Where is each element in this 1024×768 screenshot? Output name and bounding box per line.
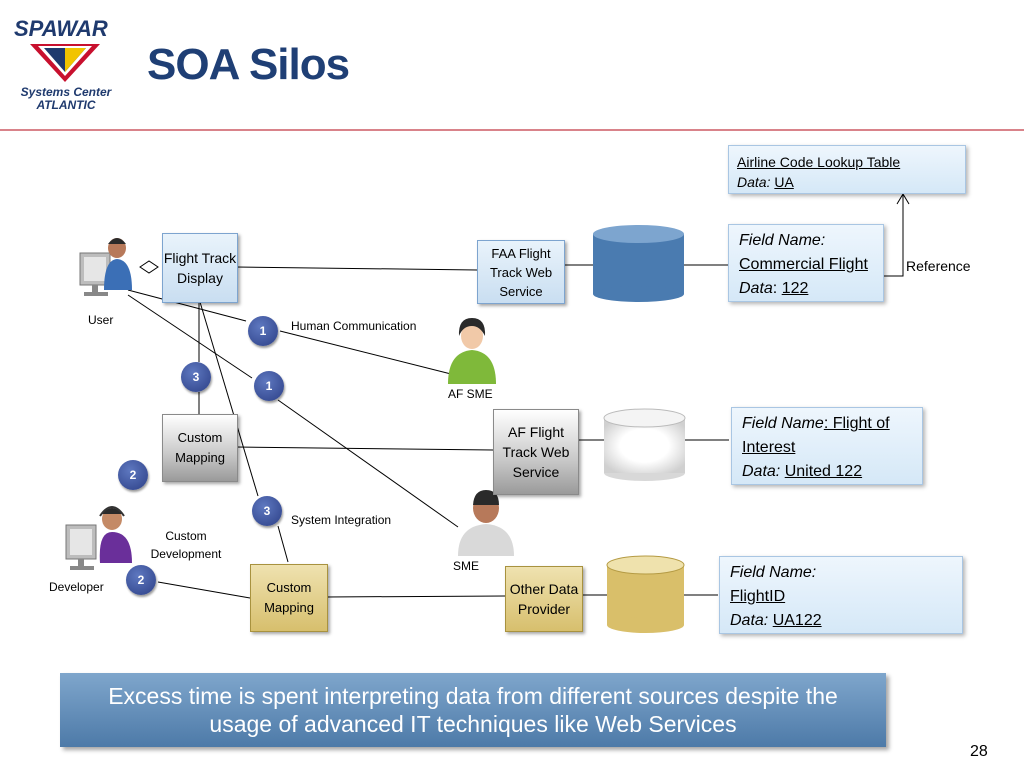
flight-track-display-label: Flight Track Display — [163, 250, 237, 286]
page-number: 28 — [970, 743, 988, 760]
other-database-icon — [606, 555, 685, 633]
faa-field-callout: Field Name: Commercial Flight Data: 122 — [728, 224, 884, 302]
lookup-data-label: Data: — [737, 174, 771, 190]
logo-brand: SPAWAR — [14, 16, 108, 41]
flight-track-display-box: Flight Track Display — [162, 233, 238, 303]
faa-data-value: 122 — [781, 280, 809, 297]
other-field-callout: Field Name: FlightID Data: UA122 — [719, 556, 963, 634]
summary-banner-text: Excess time is spent interpreting data f… — [108, 683, 838, 737]
af-web-service-label: AF Flight Track Web Service — [502, 424, 570, 480]
custom-mapping-box-1: Custom Mapping — [162, 414, 238, 482]
user-label: User — [88, 313, 114, 327]
sme-icon — [458, 490, 514, 556]
faa-web-service-label: FAA Flight Track Web Service — [489, 245, 553, 299]
system-integration-label: System Integration — [291, 513, 392, 527]
developer-label: Developer — [49, 580, 104, 594]
other-field-name-value: FlightID — [730, 588, 786, 605]
other-data-label: Data: — [730, 612, 769, 629]
other-field-name-label: Field Name: — [730, 564, 817, 581]
lookup-title: Airline Code Lookup Table — [737, 154, 901, 170]
custom-mapping-label-1: Custom Mapping — [175, 430, 225, 465]
af-web-service-box: AF Flight Track Web Service — [493, 409, 579, 495]
custom-mapping-label-2: Custom Mapping — [264, 580, 314, 615]
lookup-table-callout: Airline Code Lookup Table Data: UA — [728, 145, 966, 194]
other-data-value: UA122 — [772, 612, 822, 629]
custom-mapping-box-2: Custom Mapping — [250, 564, 328, 632]
user-icon — [79, 238, 132, 296]
other-data-provider-box: Other Data Provider — [505, 566, 583, 632]
logo-line1: Systems Center — [20, 85, 112, 99]
other-data-provider-label: Other Data Provider — [509, 581, 579, 617]
af-sme-label: AF SME — [448, 387, 493, 401]
page-title: SOA Silos — [147, 40, 350, 89]
summary-banner: Excess time is spent interpreting data f… — [60, 673, 886, 747]
badge-1-sme: 1 — [254, 371, 284, 401]
faa-data-label: Data — [739, 280, 773, 297]
reference-label: Reference — [906, 258, 971, 274]
af-database-icon — [603, 408, 686, 481]
custom-development-label: Custom Development — [150, 529, 222, 561]
badge-2-mapping: 2 — [118, 460, 148, 490]
faa-web-service-box: FAA Flight Track Web Service — [477, 240, 565, 304]
logo-line2: ATLANTIC — [36, 98, 96, 112]
af-field-name-value: : Flight of Interest — [742, 415, 890, 456]
human-communication-label: Human Communication — [291, 319, 417, 333]
badge-3-integration: 3 — [252, 496, 282, 526]
faa-database-icon — [593, 225, 684, 302]
sme-label: SME — [453, 559, 480, 573]
developer-icon — [65, 506, 132, 570]
badge-3-display: 3 — [181, 362, 211, 392]
faa-field-name-value: Commercial Flight — [739, 256, 868, 273]
af-field-callout: Field Name: Flight of Interest Data: Uni… — [731, 407, 923, 485]
af-sme-icon — [448, 318, 496, 384]
spawar-logo: SPAWAR — [14, 16, 108, 82]
af-data-value: United 122 — [784, 463, 863, 480]
badge-1-human: 1 — [248, 316, 278, 346]
faa-field-name-label: Field Name: — [739, 232, 826, 249]
af-data-label: Data: — [742, 463, 781, 480]
header-divider — [0, 129, 1024, 131]
lookup-data-value: UA — [774, 174, 794, 190]
af-field-name-label: Field Name — [742, 415, 824, 432]
badge-2-developer: 2 — [126, 565, 156, 595]
